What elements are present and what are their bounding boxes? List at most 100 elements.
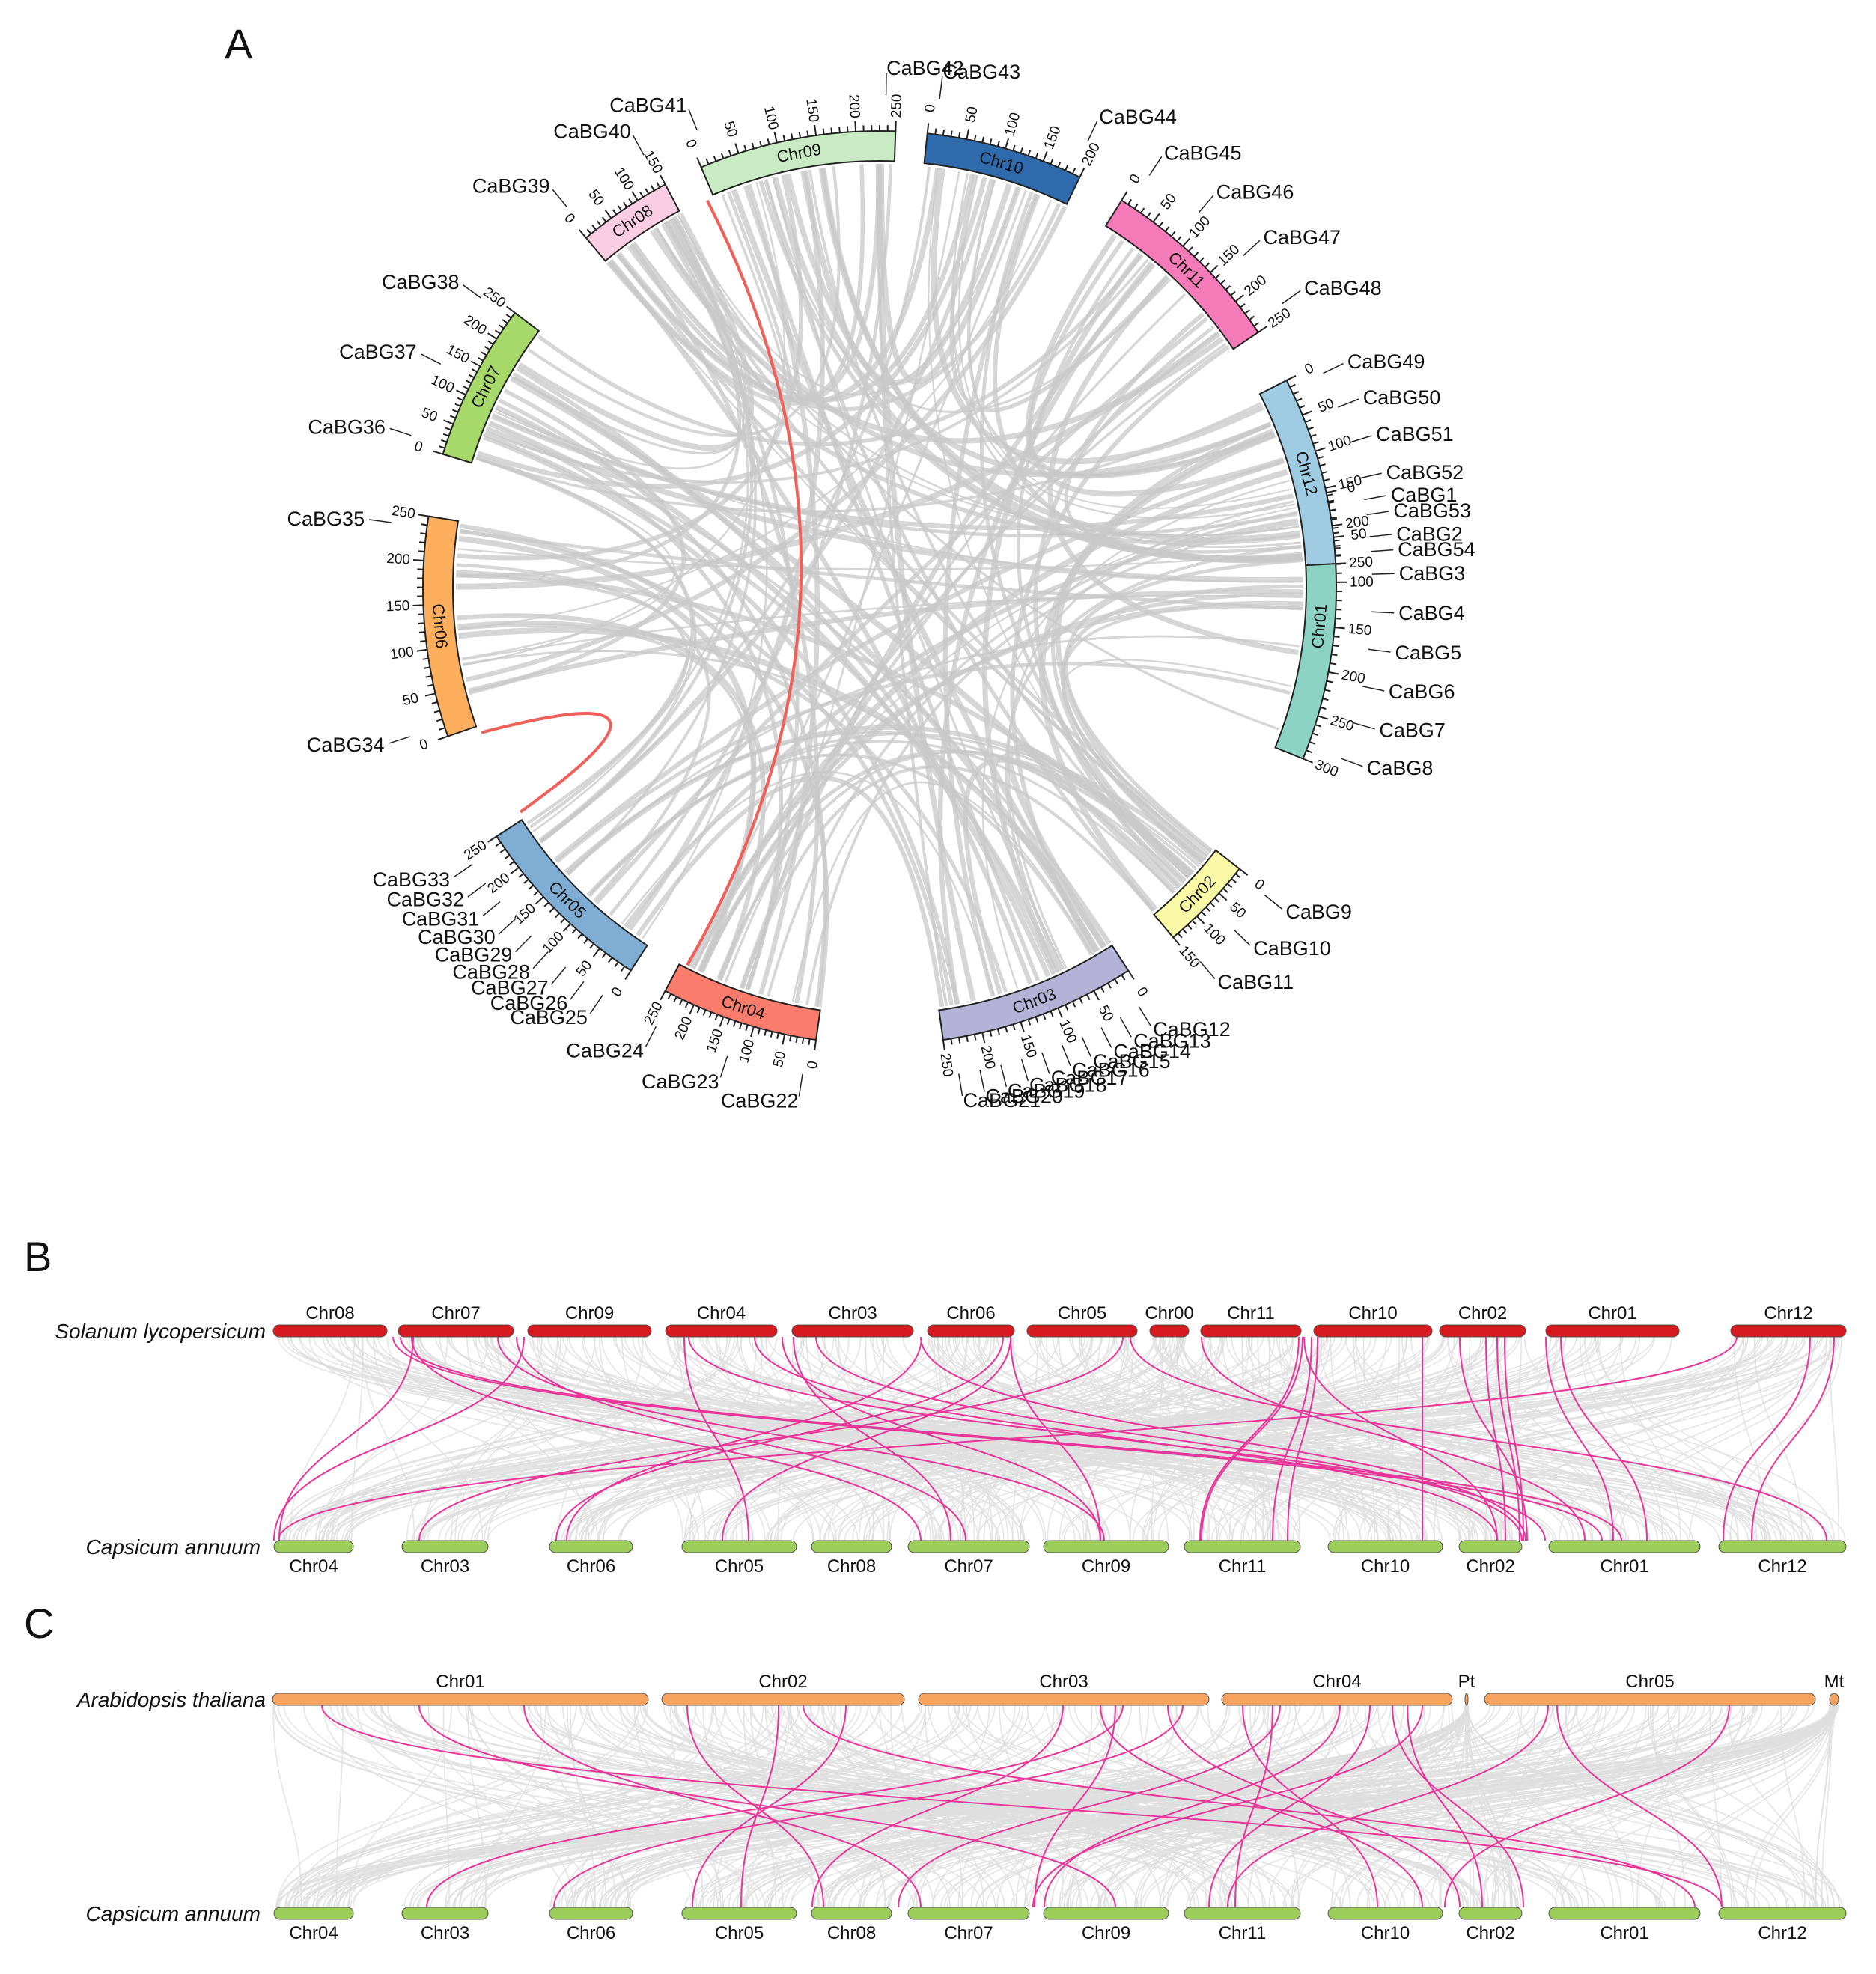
tick-mark — [418, 550, 424, 552]
gene-label: CaBG23 — [642, 1070, 719, 1093]
gene-label: CaBG6 — [1389, 680, 1455, 703]
background-link — [302, 1705, 755, 1908]
tick-mark — [1323, 478, 1330, 481]
tick-mark — [1330, 517, 1338, 520]
circos-links — [455, 163, 1304, 1008]
tick-mark — [934, 128, 937, 135]
gene-leader — [1369, 534, 1392, 537]
tick-mark — [981, 1032, 986, 1044]
bottom-chromosome-bar — [1184, 1540, 1301, 1553]
gene-leader — [1198, 195, 1214, 213]
background-link — [770, 1705, 1386, 1908]
background-link — [284, 1705, 801, 1908]
bottom-chromosome-bar — [273, 1540, 354, 1553]
tick-mark — [679, 999, 683, 1005]
gene-label: CaBG28 — [452, 960, 530, 983]
tick-mark — [776, 1032, 779, 1039]
tick-mark — [1107, 982, 1112, 989]
background-link — [289, 1705, 777, 1908]
top-chromosome-label: Chr12 — [1764, 1303, 1812, 1323]
tick-mark — [764, 1029, 767, 1036]
gene-label: CaBG45 — [1164, 141, 1242, 164]
tick-label: 100 — [1200, 921, 1228, 948]
tick-mark — [445, 427, 451, 431]
synteny-link — [993, 752, 1189, 970]
background-link — [1266, 1336, 1562, 1541]
background-link — [1467, 1705, 1506, 1908]
background-link — [570, 1705, 596, 1908]
tick-mark — [743, 144, 747, 151]
synteny-link — [465, 205, 1068, 683]
background-link — [1225, 1336, 1658, 1541]
background-link — [1249, 1705, 1300, 1908]
bottom-chromosome-label: Chr08 — [827, 1556, 876, 1577]
background-link — [457, 1705, 1468, 1908]
gene-leader — [1353, 722, 1375, 730]
top-chromosome-label: Chr05 — [1625, 1672, 1674, 1692]
synteny-link — [499, 398, 828, 1008]
tick-mark — [1307, 426, 1315, 430]
tick-mark — [1225, 285, 1231, 290]
bottom-chromosome-label: Chr09 — [1082, 1556, 1130, 1577]
bottom-chromosome-bar — [681, 1540, 797, 1553]
gene-leader — [570, 981, 585, 1000]
tick-label: 100 — [540, 929, 567, 957]
tick-mark — [427, 683, 434, 687]
tick-mark — [504, 854, 511, 860]
tick-mark — [502, 319, 508, 324]
tick-mark — [442, 433, 449, 437]
tick-mark — [1335, 555, 1341, 557]
gene-label: CaBG51 — [1376, 423, 1454, 445]
tick-mark — [1332, 523, 1343, 527]
synteny-link — [1545, 1336, 1614, 1541]
synteny-link — [686, 1705, 824, 1908]
background-link — [1648, 1705, 1732, 1908]
tick-mark — [506, 305, 516, 314]
gene-leader — [1081, 1036, 1092, 1058]
background-link — [1467, 1705, 1815, 1908]
tick-mark — [1012, 1024, 1016, 1031]
tick-mark — [1027, 1019, 1032, 1026]
bottom-chromosome-label: Chr11 — [1219, 1556, 1267, 1577]
tick-mark — [957, 132, 961, 138]
top-chromosome-bar — [1026, 1324, 1138, 1338]
tick-mark — [586, 228, 592, 234]
tick-mark — [424, 692, 436, 697]
tick-mark — [714, 1014, 719, 1021]
top-chromosome-label: Chr02 — [758, 1672, 807, 1692]
tick-label: 0 — [682, 137, 699, 150]
background-link — [445, 1705, 697, 1908]
background-link — [737, 1705, 1102, 1908]
background-link — [1575, 1705, 1835, 1908]
top-chromosome-bar — [661, 1693, 905, 1706]
tick-label: 150 — [511, 901, 540, 928]
background-link — [454, 1705, 926, 1908]
background-link — [838, 1336, 1733, 1541]
tick-mark — [759, 140, 763, 147]
tick-mark — [1172, 936, 1181, 946]
background-link — [1059, 1336, 1223, 1541]
tick-label: 200 — [461, 312, 490, 338]
background-link — [815, 1336, 1005, 1541]
tick-mark — [1201, 911, 1207, 917]
gene-leader — [1199, 961, 1216, 979]
tick-mark — [989, 1030, 993, 1037]
gene-leader — [368, 519, 392, 523]
tick-mark — [1315, 724, 1321, 728]
gene-leader — [958, 1073, 963, 1097]
background-link — [749, 1705, 815, 1908]
background-link — [1658, 1705, 1831, 1908]
background-link — [713, 1705, 791, 1908]
background-link — [1282, 1705, 1836, 1908]
background-link — [1517, 1705, 1824, 1908]
tick-mark — [1093, 990, 1100, 1001]
tick-label: 50 — [963, 106, 981, 124]
gene-leader — [1366, 511, 1389, 516]
tick-mark — [1193, 252, 1199, 258]
top-chromosome-bar — [272, 1693, 649, 1706]
background-link — [1199, 1705, 1738, 1908]
tick-label: 0 — [412, 439, 424, 456]
background-link — [790, 1705, 1100, 1908]
